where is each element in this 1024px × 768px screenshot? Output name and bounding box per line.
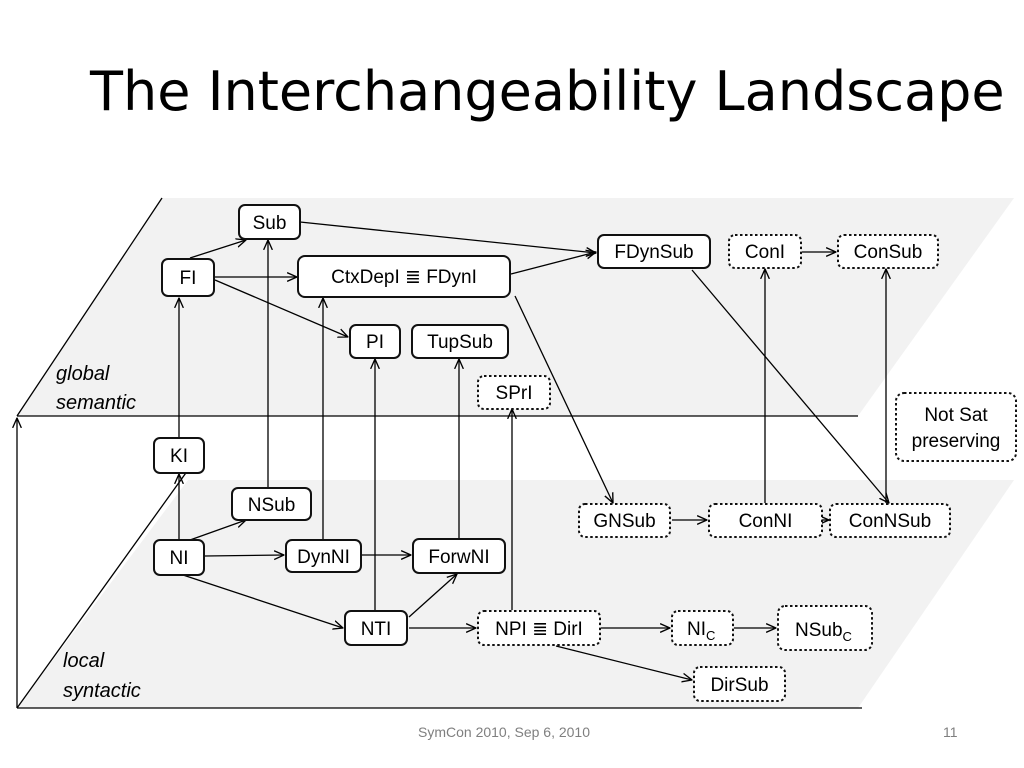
- edge-fdynsub-connsub: [691, 269, 889, 503]
- node-not-sat-preserving: Not Sat preserving: [895, 392, 1017, 462]
- svg-text:TupSub: TupSub: [427, 332, 493, 353]
- svg-text:NPI ≣ DirI: NPI ≣ DirI: [495, 619, 583, 640]
- node-ni-c: NIC: [671, 610, 734, 646]
- node-ctxdepi-fdyni: CtxDepI ≣ FDynI: [297, 255, 511, 298]
- node-nsub: NSub: [231, 487, 312, 521]
- svg-text:DirSub: DirSub: [710, 675, 768, 696]
- edge-npi-dirsub: [555, 645, 692, 680]
- local-plane-left-edge: [16, 469, 189, 709]
- node-fdynsub: FDynSub: [597, 234, 711, 269]
- node-tupsub: TupSub: [411, 324, 509, 359]
- edge-ni-nsub: [189, 520, 246, 541]
- edge-sub-fdynsub: [299, 221, 596, 253]
- edge-ctxdepi-fdynsub: [510, 252, 596, 275]
- svg-text:ConNSub: ConNSub: [849, 511, 931, 532]
- syntactic-label: syntactic: [63, 680, 141, 702]
- semantic-label: semantic: [56, 392, 136, 414]
- node-ni: NI: [153, 539, 205, 576]
- node-connsub: ConNSub: [829, 503, 951, 538]
- node-dynni: DynNI: [285, 539, 362, 573]
- node-forwni: ForwNI: [412, 538, 506, 574]
- svg-text:preserving: preserving: [912, 431, 1001, 452]
- svg-text:ConI: ConI: [745, 242, 785, 263]
- node-consub: ConSub: [837, 234, 939, 269]
- svg-text:NSubC: NSubC: [795, 620, 852, 644]
- node-dirsub: DirSub: [693, 666, 786, 702]
- node-coni: ConI: [728, 234, 802, 269]
- edge-fi-sub: [189, 240, 246, 259]
- node-gnsub: GNSub: [578, 503, 671, 538]
- svg-text:FI: FI: [180, 268, 197, 289]
- svg-text:ForwNI: ForwNI: [428, 547, 489, 568]
- svg-text:NTI: NTI: [361, 619, 392, 640]
- local-label: local: [63, 650, 105, 672]
- svg-text:GNSub: GNSub: [593, 511, 655, 532]
- svg-text:KI: KI: [170, 446, 188, 467]
- node-conni: ConNI: [708, 503, 823, 538]
- svg-text:Sub: Sub: [253, 213, 287, 234]
- svg-text:NSub: NSub: [248, 495, 296, 516]
- node-fi: FI: [161, 258, 215, 297]
- edge-ni-dynni: [204, 555, 284, 556]
- svg-text:NIC: NIC: [687, 619, 715, 643]
- edge-ctxdepi-gnsub: [514, 295, 613, 503]
- slide-footer: SymCon 2010, Sep 6, 2010: [418, 724, 591, 740]
- slide-title: The Interchangeability Landscape: [90, 60, 1005, 123]
- node-ki: KI: [153, 437, 205, 474]
- node-nti: NTI: [344, 610, 408, 646]
- svg-text:FDynSub: FDynSub: [614, 242, 693, 263]
- svg-text:SPrI: SPrI: [496, 383, 533, 404]
- svg-text:NI: NI: [170, 548, 189, 569]
- edges: [179, 221, 889, 680]
- edge-ni-nti: [179, 573, 343, 628]
- svg-text:ConSub: ConSub: [854, 242, 923, 263]
- node-nsub-c: NSubC: [777, 605, 873, 651]
- node-npi-diri: NPI ≣ DirI: [477, 610, 601, 646]
- node-pi: PI: [349, 324, 401, 359]
- global-label: global: [56, 363, 110, 385]
- svg-text:DynNI: DynNI: [297, 547, 350, 568]
- svg-text:CtxDepI ≣ FDynI: CtxDepI ≣ FDynI: [331, 267, 477, 288]
- node-spri: SPrI: [477, 375, 551, 410]
- svg-text:ConNI: ConNI: [739, 511, 793, 532]
- svg-text:PI: PI: [366, 332, 384, 353]
- svg-text:Not Sat: Not Sat: [924, 405, 988, 426]
- edge-nti-forwni: [408, 574, 457, 618]
- global-plane-left-edge: [16, 197, 163, 417]
- edge-fi-pi: [214, 279, 348, 337]
- slide-number: 11: [943, 724, 958, 740]
- node-sub: Sub: [238, 204, 301, 240]
